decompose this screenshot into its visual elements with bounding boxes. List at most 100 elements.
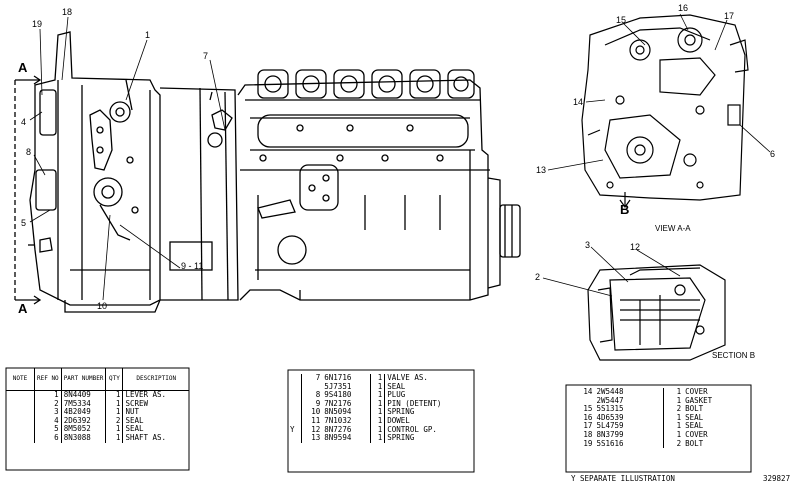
cell-note	[6, 434, 35, 443]
section-a-label-top: A	[18, 60, 28, 75]
cell-note	[288, 383, 302, 392]
cell-part-number: 6N1716	[324, 373, 352, 382]
cell-ref: 4	[34, 416, 62, 426]
adapter-plate	[159, 87, 239, 301]
section-a-label-bottom: A	[18, 301, 28, 316]
cell-part-number: 8N4409	[60, 390, 106, 400]
cell-part-number: 8N3088	[60, 433, 106, 443]
cell-qty: 2	[662, 439, 684, 449]
cell-note	[288, 434, 302, 443]
cell-description: SHAFT AS.	[122, 433, 189, 443]
cell-description: BOLT	[685, 404, 704, 414]
cell-note	[6, 417, 35, 426]
cell-ref: 19	[583, 438, 593, 448]
cell-qty: 1	[369, 408, 385, 417]
callout-1: 1	[145, 30, 151, 40]
callout-12: 12	[630, 242, 641, 252]
cell-qty: 1	[369, 434, 385, 443]
cell-ref: 11	[301, 416, 323, 426]
drawing-number: 329827	[763, 474, 791, 483]
callout-4: 4	[21, 117, 27, 127]
section-a-marker	[14, 75, 42, 305]
cell-part-number: 8M5052	[60, 425, 106, 434]
cell-description: SEAL	[685, 412, 704, 422]
cell-part-number: 2W5447	[596, 395, 624, 405]
callout-14: 14	[573, 97, 584, 107]
callout-17: 17	[724, 11, 735, 21]
callout-6: 6	[770, 149, 776, 159]
barrel-row	[257, 69, 475, 99]
cell-part-number: 5S1315	[596, 404, 624, 414]
cell-description: GASKET	[685, 395, 713, 405]
header-note: NOTE	[6, 368, 35, 391]
pump-body	[237, 69, 521, 301]
cell-part-number: 5L4759	[596, 421, 624, 431]
callout-7: 7	[203, 51, 209, 61]
cell-description: CONTROL GP.	[384, 425, 474, 435]
cell-description: COVER	[685, 387, 708, 396]
cell-description: VALVE AS.	[384, 373, 474, 383]
cell-note	[6, 391, 35, 400]
callout-3: 3	[585, 240, 591, 250]
callout-10: 10	[97, 301, 108, 311]
leader-lines	[29, 13, 771, 301]
cell-qty: 2	[105, 416, 123, 426]
cell-note	[288, 374, 302, 383]
cell-ref: 7	[301, 373, 323, 383]
cell-description: SEAL	[685, 421, 704, 431]
view-aa-drawing	[581, 14, 749, 209]
header-qty: QTY	[105, 368, 123, 391]
cell-description: PLUG	[384, 391, 474, 400]
callout-18: 18	[62, 7, 73, 17]
cell-ref: 1	[34, 390, 62, 400]
callout-8: 8	[26, 147, 32, 157]
cell-note	[6, 425, 35, 434]
header-part: PART NUMBER	[60, 368, 106, 391]
cell-note	[288, 391, 302, 400]
cell-ref: 5	[34, 425, 62, 434]
cell-qty: 1	[105, 433, 123, 443]
cell-ref: 18	[583, 429, 593, 439]
cell-qty: 1	[369, 399, 385, 409]
cell-qty: 1	[105, 408, 123, 417]
cell-part-number: 4B2049	[60, 408, 106, 417]
cell-part-number: 8N7276	[324, 424, 352, 434]
cell-ref: 17	[583, 421, 593, 431]
cell-ref	[301, 382, 323, 392]
cell-qty: 1	[105, 425, 123, 434]
cell-description: BOLT	[685, 438, 704, 448]
cell-description: PIN (DETENT)	[384, 399, 474, 409]
cell-part-number: 8N5094	[324, 407, 352, 417]
cell-note	[288, 408, 302, 417]
cell-qty: 2	[662, 405, 684, 414]
callout-16: 16	[678, 3, 689, 13]
cell-part-number: 2D6392	[60, 416, 106, 426]
cell-description: SCREW	[122, 399, 189, 409]
cell-note	[288, 400, 302, 409]
cell-ref: 6	[34, 433, 62, 443]
cell-ref: 12	[301, 425, 323, 435]
parts-table-1: NOTE REF NO PART NUMBER QTY DESCRIPTION …	[6, 368, 189, 443]
table-frames	[5, 367, 752, 473]
header-description: DESCRIPTION	[122, 368, 189, 391]
cell-qty: 1	[662, 422, 684, 431]
cell-qty: 1	[369, 391, 385, 400]
cell-qty: 1	[369, 416, 385, 426]
cell-description: SEAL	[122, 416, 189, 426]
